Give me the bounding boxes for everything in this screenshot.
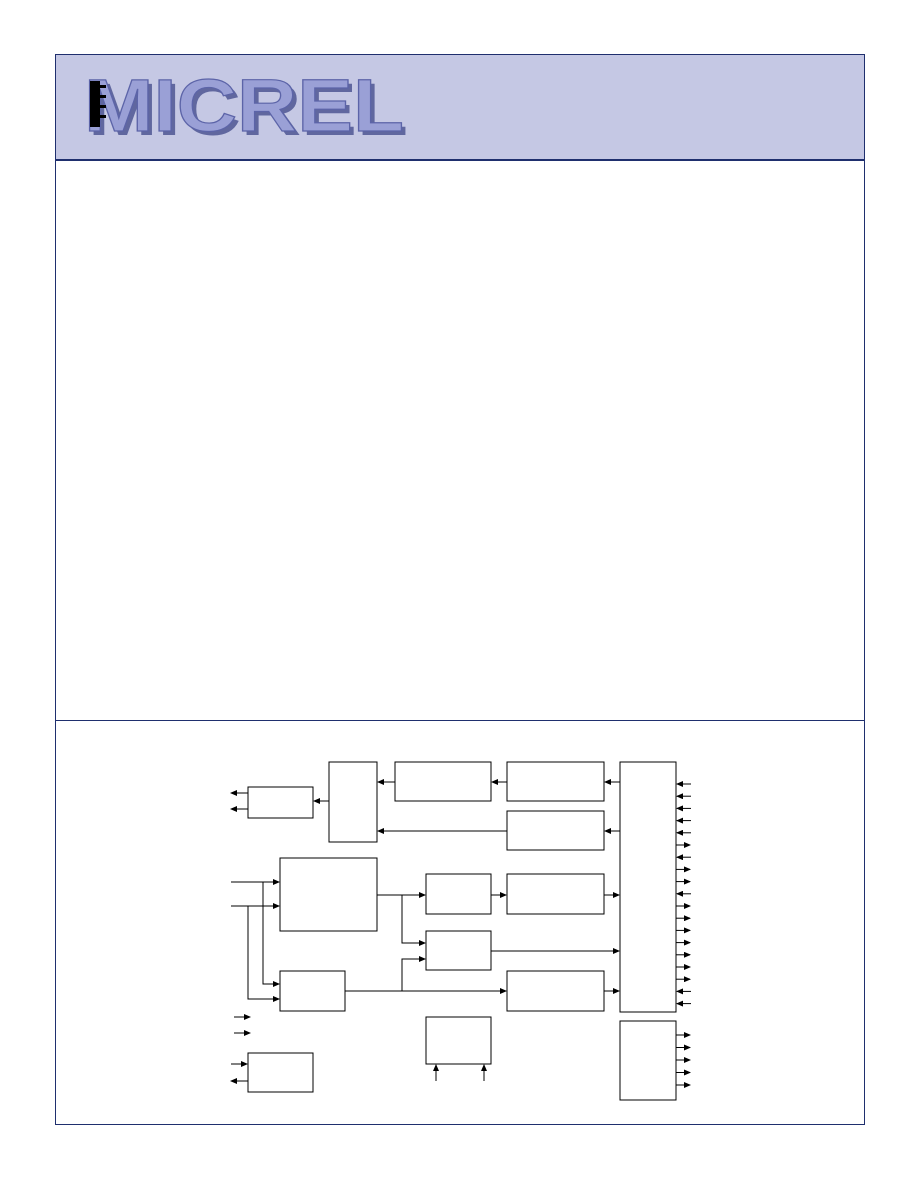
svg-text:MICREL: MICREL (88, 68, 408, 147)
bottom-center-block (425, 1016, 492, 1065)
wire-stage-to-center-b (401, 895, 426, 946)
wire-in-1-branch (262, 882, 280, 987)
center-block-b (425, 930, 492, 971)
lower-right-block (506, 970, 605, 1012)
center-right-block (506, 873, 605, 915)
datasheet-page: MICREL MICREL (55, 54, 865, 1125)
header-band: MICREL MICREL (56, 55, 864, 161)
wire-lowerleft-to-center-b (401, 956, 426, 991)
mid-right-block (506, 810, 605, 851)
aux-output-pins (676, 1032, 691, 1088)
mux-block (328, 761, 378, 843)
register-bank-block (619, 761, 677, 1013)
chip-icon (90, 81, 106, 127)
section-divider (56, 720, 864, 721)
top-block-a (394, 761, 492, 802)
micrel-logo: MICREL MICREL (83, 67, 408, 147)
micrel-logo-text: MICREL (84, 67, 404, 147)
input-stage-block (279, 857, 378, 932)
description-area (56, 161, 864, 720)
lower-left-block (279, 970, 346, 1012)
functional-block-diagram (230, 761, 691, 1101)
center-block-a (425, 873, 492, 915)
output-buffer-block (247, 786, 314, 819)
internal-wires (230, 779, 620, 1084)
aux-output-block (619, 1020, 677, 1101)
top-block-b (506, 761, 605, 802)
wire-in-2-branch (247, 906, 280, 1002)
bottom-left-block (247, 1052, 314, 1093)
register-bank-pins (676, 781, 691, 1007)
